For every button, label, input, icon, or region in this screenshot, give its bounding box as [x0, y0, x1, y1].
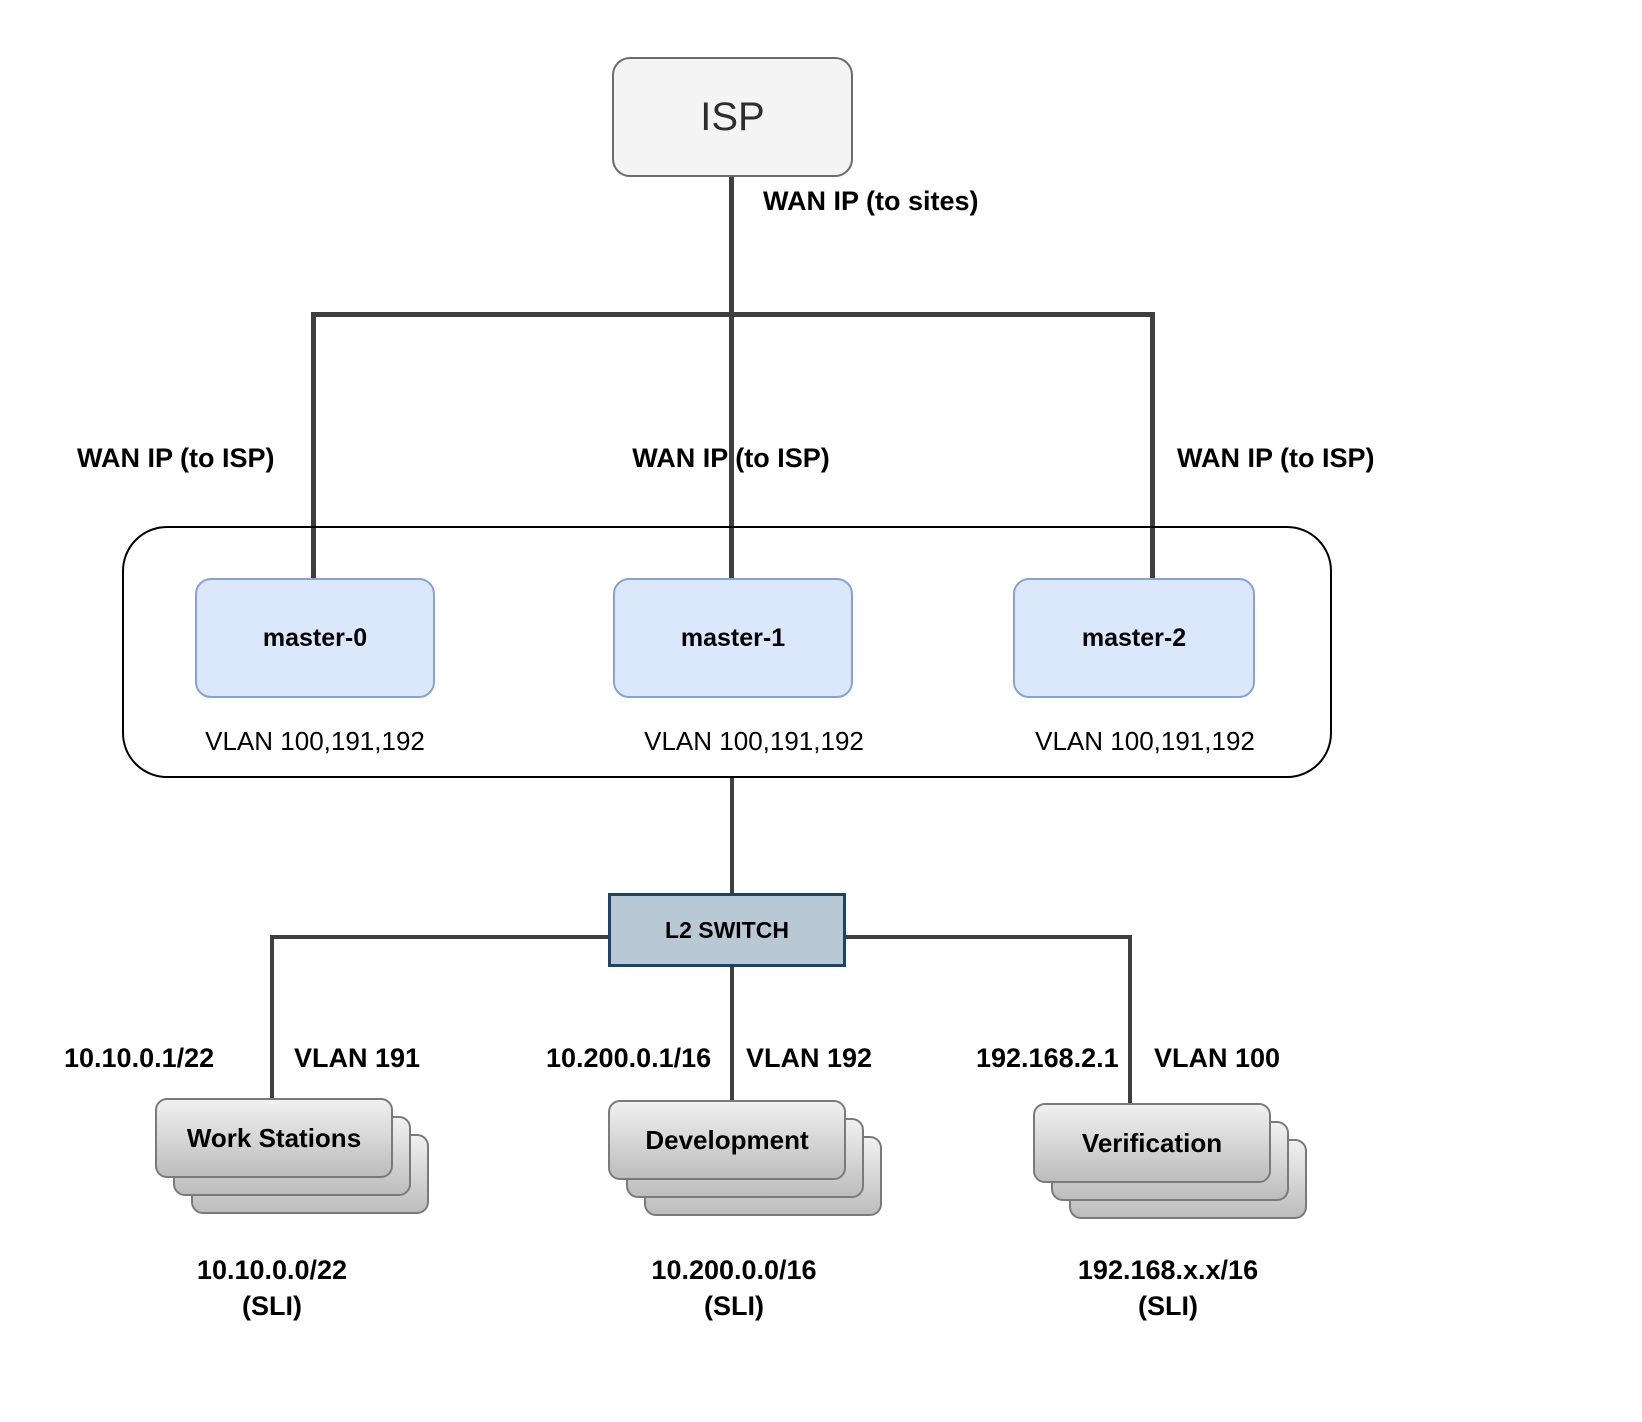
master-2-vlans-label: VLAN 100,191,192 — [1035, 726, 1255, 756]
workstations-stack: Work Stations — [155, 1098, 435, 1218]
link-development-drop — [730, 967, 734, 1101]
workstations-sli: (SLI) — [241, 1291, 302, 1321]
link-isp-trunk — [729, 177, 734, 315]
master-0-label: master-0 — [262, 623, 368, 652]
workstations-card-front: Work Stations — [155, 1098, 393, 1178]
master-2-node: master-2 — [1013, 578, 1255, 698]
link-workstations-drop — [270, 935, 274, 1098]
link-master0-uplink — [311, 312, 316, 578]
development-subnet: 10.200.0.0/16 — [651, 1255, 817, 1285]
development-card-front: Development — [608, 1100, 846, 1180]
verification-label: Verification — [1081, 1127, 1223, 1158]
wan-to-isp-label-center: WAN IP (to ISP) — [632, 443, 830, 473]
master-1-node: master-1 — [613, 578, 853, 698]
wan-to-sites-label: WAN IP (to sites) — [763, 186, 979, 216]
l2-switch-node: L2 SWITCH — [608, 893, 846, 967]
link-cluster-to-switch — [730, 778, 734, 893]
link-branch-horizontal — [311, 312, 1155, 317]
link-master1-uplink — [729, 315, 734, 578]
development-sli: (SLI) — [704, 1291, 764, 1321]
verification-card-front: Verification — [1033, 1103, 1271, 1183]
verification-gateway-label: 192.168.2.1 — [976, 1043, 1119, 1073]
link-switch-right-horizontal — [844, 935, 1132, 939]
development-stack: Development — [608, 1100, 888, 1220]
link-verification-drop — [1128, 935, 1132, 1104]
verification-vlan-label: VLAN 100 — [1154, 1043, 1281, 1073]
workstations-vlan-label: VLAN 191 — [294, 1043, 421, 1073]
link-switch-left-horizontal — [270, 935, 610, 939]
master-1-vlans-label: VLAN 100,191,192 — [644, 726, 864, 756]
master-0-node: master-0 — [195, 578, 435, 698]
verification-stack: Verification — [1033, 1103, 1313, 1223]
development-vlan-label: VLAN 192 — [746, 1043, 873, 1073]
master-1-label: master-1 — [680, 623, 786, 652]
workstations-subnet-label: 10.10.0.0/22 (SLI) — [197, 1252, 347, 1324]
workstations-subnet: 10.10.0.0/22 — [196, 1255, 348, 1285]
verification-subnet: 192.168.x.x/16 — [1077, 1255, 1259, 1285]
development-gateway-label: 10.200.0.1/16 — [546, 1043, 712, 1073]
wan-to-isp-label-left: WAN IP (to ISP) — [77, 443, 275, 473]
masters-cluster — [122, 526, 1332, 778]
l2-switch-label: L2 SWITCH — [665, 916, 789, 943]
development-label: Development — [645, 1124, 809, 1155]
link-master2-uplink — [1150, 312, 1155, 578]
isp-node: ISP — [612, 57, 853, 177]
verification-sli: (SLI) — [1137, 1291, 1198, 1321]
isp-label: ISP — [700, 94, 765, 139]
master-2-label: master-2 — [1081, 623, 1187, 652]
verification-subnet-label: 192.168.x.x/16 (SLI) — [1078, 1252, 1258, 1324]
workstations-gateway-label: 10.10.0.1/22 — [64, 1043, 215, 1073]
master-0-vlans-label: VLAN 100,191,192 — [205, 726, 425, 756]
wan-to-isp-label-right: WAN IP (to ISP) — [1177, 443, 1375, 473]
workstations-label: Work Stations — [186, 1122, 362, 1153]
development-subnet-label: 10.200.0.0/16 (SLI) — [651, 1252, 816, 1324]
